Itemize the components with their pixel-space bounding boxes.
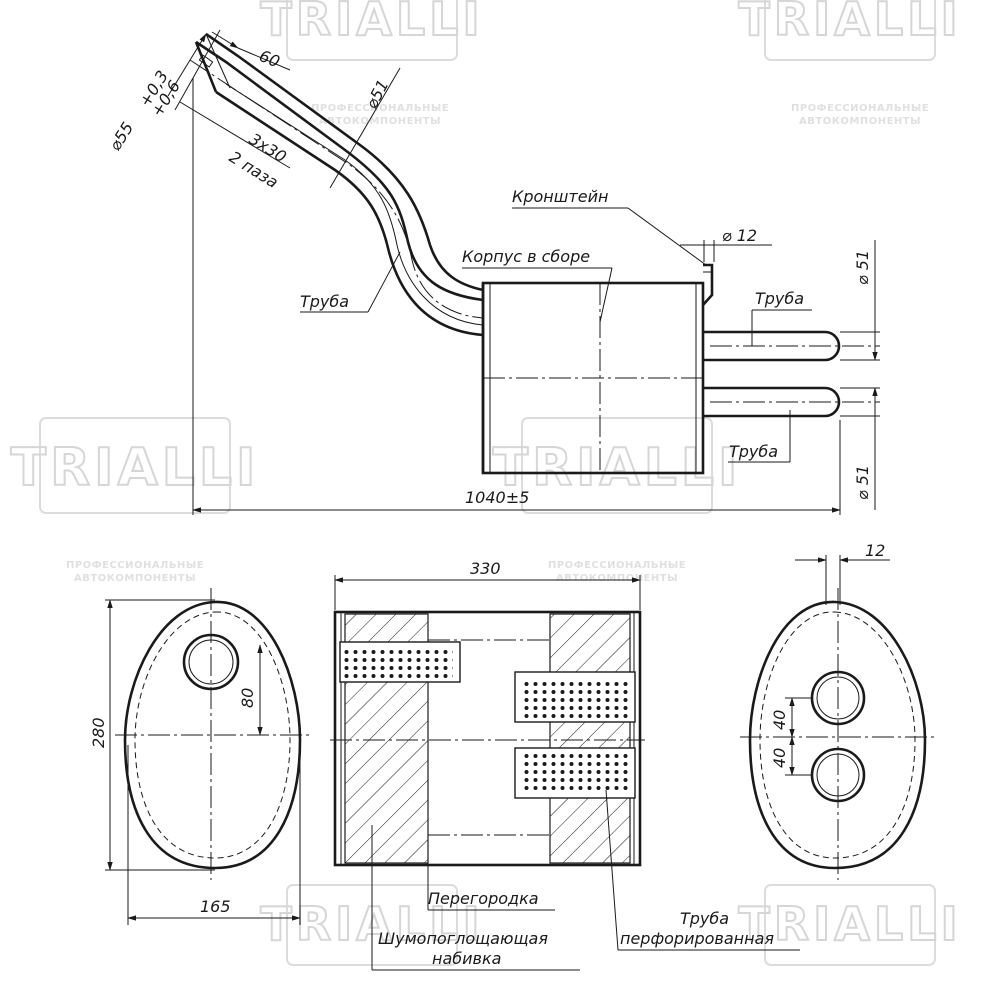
svg-text:АВТОКОМПОНЕНТЫ: АВТОКОМПОНЕНТЫ [799, 116, 921, 127]
perforated-pipe-outlet-top [520, 678, 630, 718]
svg-text:ПРОФЕССИОНАЛЬНЫЕ: ПРОФЕССИОНАЛЬНЫЕ [311, 103, 449, 114]
svg-text:АВТОКОМПОНЕНТЫ: АВТОКОМПОНЕНТЫ [74, 573, 196, 584]
svg-text:1040±5: 1040±5 [465, 488, 529, 507]
svg-text:TRIALLI: TRIALLI [260, 897, 483, 951]
svg-text:60: 60 [257, 46, 283, 71]
watermark-mid-left: TRIALLI [10, 417, 260, 514]
outlet-pipe-top [703, 330, 841, 362]
watermark-bottom-right: TRIALLI [737, 884, 961, 966]
left-end-view: 280 165 80 [89, 588, 310, 925]
inlet-pipe-outer [195, 40, 484, 302]
perforated-pipe-inlet [343, 648, 453, 678]
svg-text:Труба: Труба [300, 292, 349, 311]
svg-text:⌀ 51: ⌀ 51 [853, 250, 872, 285]
svg-text:TRIALLI: TRIALLI [738, 897, 961, 951]
svg-text:TRIALLI: TRIALLI [738, 0, 961, 46]
svg-text:ПРОФЕССИОНАЛЬНЫЕ: ПРОФЕССИОНАЛЬНЫЕ [66, 560, 204, 571]
svg-text:40: 40 [770, 748, 789, 768]
right-packing [549, 613, 631, 864]
watermark-top-right: TRIALLI [737, 0, 961, 61]
svg-text:⌀55: ⌀55 [105, 119, 137, 155]
svg-text:ПРОФЕССИОНАЛЬНЫЕ: ПРОФЕССИОНАЛЬНЫЕ [791, 103, 929, 114]
watermark-bottom-center: TRIALLI [259, 884, 483, 966]
svg-text:Кронштейн: Кронштейн [512, 187, 608, 206]
svg-text:АВТОКОМПОНЕНТЫ: АВТОКОМПОНЕНТЫ [556, 573, 678, 584]
watermark-mid-center: TRIALLI [492, 417, 742, 514]
svg-text:Труба: Труба [729, 442, 778, 461]
svg-text:⌀ 51: ⌀ 51 [853, 465, 872, 500]
svg-text:80: 80 [238, 688, 257, 708]
svg-text:Труба: Труба [680, 909, 729, 928]
svg-text:12: 12 [865, 541, 885, 560]
svg-text:330: 330 [470, 559, 501, 578]
inlet-pipe-lower [215, 90, 484, 337]
svg-text:280: 280 [89, 717, 108, 748]
svg-text:Шумопоглощающая: Шумопоглощающая [378, 929, 548, 948]
svg-text:Корпус в сборе: Корпус в сборе [462, 247, 590, 266]
svg-text:TRIALLI: TRIALLI [11, 438, 260, 498]
right-end-view: 40 40 12 [740, 541, 935, 880]
svg-text:⌀ 12: ⌀ 12 [722, 226, 757, 245]
oval-body-right [748, 600, 927, 870]
svg-text:АВТОКОМПОНЕНТЫ: АВТОКОМПОНЕНТЫ [319, 116, 441, 127]
svg-text:Перегородка: Перегородка [428, 889, 539, 908]
inlet-pipe-inner [205, 32, 484, 292]
svg-text:ПРОФЕССИОНАЛЬНЫЕ: ПРОФЕССИОНАЛЬНЫЕ [548, 560, 686, 571]
oval-body-left [123, 600, 302, 870]
outlet-pipe-bottom [703, 386, 841, 418]
svg-text:40: 40 [770, 710, 789, 730]
section-view: 330 Перегородка Шумопоглощающая набивка … [330, 559, 800, 971]
svg-text:165: 165 [200, 897, 231, 916]
svg-text:перфорированная: перфорированная [620, 929, 774, 948]
perforated-pipe-outlet-bottom [520, 754, 630, 794]
svg-text:TRIALLI: TRIALLI [493, 438, 742, 498]
watermarks: TRIALLI TRIALLI ПРОФЕССИОНАЛЬНЫЕ АВТОКОМ… [10, 0, 961, 966]
bracket [702, 263, 714, 306]
svg-text:TRIALLI: TRIALLI [260, 0, 483, 46]
svg-text:набивка: набивка [432, 949, 501, 968]
svg-text:Труба: Труба [755, 289, 804, 308]
watermark-top-center: TRIALLI [259, 0, 483, 61]
